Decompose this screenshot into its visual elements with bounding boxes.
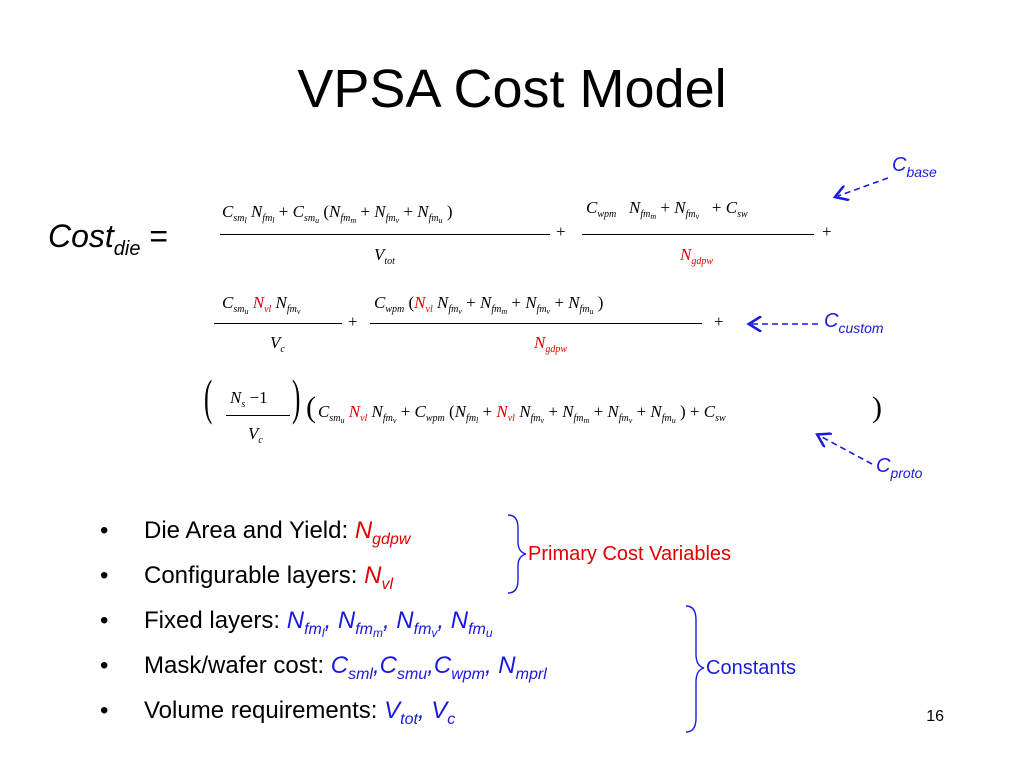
arrow-c-base	[838, 177, 889, 196]
plus-3: +	[348, 312, 358, 331]
proto-frac-numerator: Ns −1	[230, 388, 268, 410]
bullet-dot: •	[100, 652, 109, 679]
label-constants: Constants	[706, 657, 797, 679]
c-base-sub: base	[906, 164, 937, 180]
bullet-text: Configurable layers:	[144, 562, 365, 589]
bullet-dot: •	[100, 517, 109, 544]
custom-frac2-bar	[370, 323, 702, 324]
plus-2: +	[822, 222, 832, 241]
list-item: • Die Area and Yield: Ngdpw	[100, 508, 547, 553]
bullet-dot: •	[100, 697, 109, 724]
base-frac1-numerator: Csml Nfml + Csmu (Nfmm + Nfmv + Nfmu )	[222, 202, 453, 225]
list-item: • Volume requirements: Vtot, Vc	[100, 688, 547, 733]
bullet-text: Die Area and Yield:	[144, 517, 355, 544]
plus-4: +	[714, 312, 724, 331]
base-frac1-bar	[220, 234, 550, 235]
base-frac2-bar	[582, 234, 814, 235]
var-n-gdpw: Ngdpw	[354, 517, 411, 548]
var-mask-costs: Csml,Csmu,Cwpm, Nmprl	[330, 652, 547, 683]
brace-primary	[507, 514, 527, 594]
custom-frac1-numerator: Csmu Nvl Nfmv	[222, 293, 301, 316]
var-fixed-layers: Nfml, Nfmm, Nfmv, Nfmu	[286, 607, 493, 640]
cost-sub: die	[113, 238, 141, 260]
proto-paren-right: )	[292, 369, 301, 425]
c-base-main: C	[892, 154, 907, 176]
bullet-text: Fixed layers:	[144, 607, 287, 634]
equals-sign: =	[140, 218, 169, 254]
var-n-vl: Nvl	[364, 562, 394, 593]
bullet-text: Mask/wafer cost:	[144, 652, 331, 679]
c-proto-main: C	[876, 455, 891, 477]
custom-frac1-denominator: Vc	[270, 333, 285, 355]
var-volumes: Vtot, Vc	[384, 697, 456, 728]
proto-big-paren-right: )	[872, 391, 882, 424]
proto-frac-bar	[226, 415, 290, 416]
base-frac1-denominator: Vtot	[374, 245, 395, 267]
list-item: • Mask/wafer cost: Csml,Csmu,Cwpm, Nmprl	[100, 643, 547, 688]
custom-frac2-numerator: Cwpm (Nvl Nfmv + Nfmm + Nfmv + Nfmu )	[374, 293, 604, 316]
bullet-dot: •	[100, 607, 109, 634]
bullet-text: Volume requirements:	[144, 697, 385, 724]
base-frac2-denominator: Ngdpw	[680, 245, 714, 267]
label-c-custom: Ccustom	[824, 310, 884, 336]
proto-paren-left: (	[204, 369, 213, 425]
bullet-list: • Die Area and Yield: Ngdpw • Configurab…	[100, 508, 547, 733]
c-custom-main: C	[824, 310, 839, 332]
label-c-proto: Cproto	[876, 455, 922, 481]
c-custom-sub: custom	[838, 320, 884, 336]
proto-frac-denominator: Vc	[248, 424, 263, 446]
base-frac2-numerator: Cwpm Nfmm + Nfmv + Csw	[586, 198, 748, 221]
brace-constants	[685, 605, 705, 733]
bullet-dot: •	[100, 562, 109, 589]
page-number: 16	[926, 708, 944, 725]
cost-main: Cost	[48, 218, 114, 254]
slide-title: VPSA Cost Model	[297, 59, 727, 119]
custom-frac1-bar	[214, 323, 342, 324]
label-c-base: Cbase	[892, 154, 937, 180]
c-proto-sub: proto	[890, 465, 923, 481]
proto-expression: Csmu Nvl Nfmv + Cwpm (Nfml + Nvl Nfmv + …	[318, 402, 726, 425]
cost-die-label: Costdie =	[48, 218, 168, 261]
list-item: • Configurable layers: Nvl	[100, 553, 547, 598]
plus-1: +	[556, 222, 566, 241]
proto-big-paren-left: (	[306, 391, 316, 424]
label-primary-cost-variables: Primary Cost Variables	[528, 543, 732, 565]
custom-frac2-denominator: Ngdpw	[534, 333, 568, 355]
arrow-c-proto	[820, 436, 873, 465]
list-item: • Fixed layers: Nfml, Nfmm, Nfmv, Nfmu	[100, 598, 547, 643]
